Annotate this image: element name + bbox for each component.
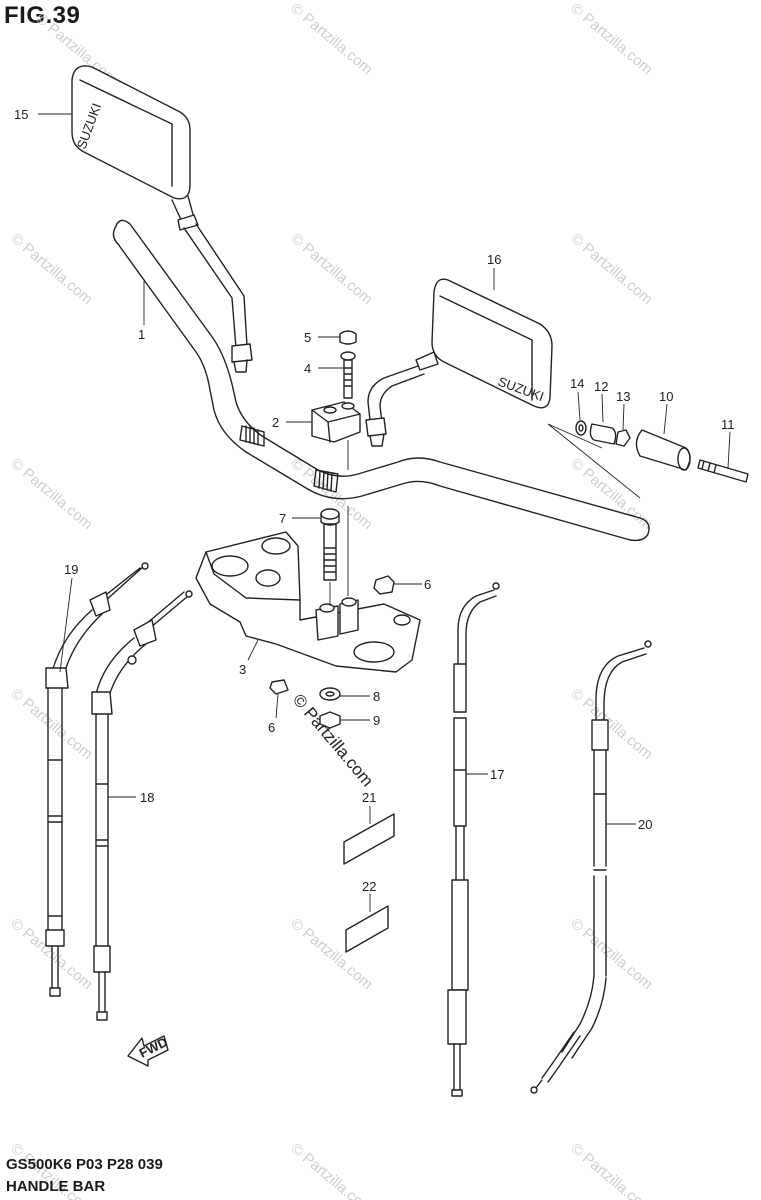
part-number-11: 11 xyxy=(721,417,735,432)
model-code: GS500K6 P03 P28 039 xyxy=(6,1156,163,1173)
part-number-13: 13 xyxy=(616,389,630,404)
handlebar xyxy=(112,219,650,542)
watermark: © Partzilla.com xyxy=(567,685,655,763)
watermark: © Partzilla.com xyxy=(567,0,655,78)
fasteners xyxy=(269,575,395,729)
watermark: © Partzilla.com xyxy=(567,455,655,533)
watermark: © Partzilla.com xyxy=(567,915,655,993)
part-number-12: 12 xyxy=(594,379,608,394)
watermark: © Partzilla.com xyxy=(287,1140,375,1200)
part-number-22: 22 xyxy=(362,879,376,894)
watermark: © Partzilla.com xyxy=(7,685,95,763)
leader-lines xyxy=(38,113,731,912)
part-number-4: 4 xyxy=(304,361,311,376)
upper-bracket xyxy=(195,506,421,673)
part-number-15: 15 xyxy=(14,107,28,122)
fwd-arrow: FWD xyxy=(127,1034,170,1067)
handlebar-holder xyxy=(311,330,361,470)
part-number-6b: 6 xyxy=(268,720,275,735)
watermark-dark: © Partzilla.com xyxy=(289,690,377,790)
cable-19 xyxy=(45,562,149,997)
bar-end-assembly xyxy=(547,420,749,499)
watermark: © Partzilla.com xyxy=(567,230,655,308)
watermark: © Partzilla.com xyxy=(567,1140,655,1200)
clamp-bolt xyxy=(320,508,340,606)
part-number-5: 5 xyxy=(304,330,311,345)
part-number-9: 9 xyxy=(373,713,380,728)
part-number-19: 19 xyxy=(64,562,78,577)
cable-17 xyxy=(447,582,500,1097)
watermark: © Partzilla.com xyxy=(7,455,95,533)
watermark: © Partzilla.com xyxy=(287,230,375,308)
watermark: © Partzilla.com xyxy=(7,230,95,308)
part-number-1: 1 xyxy=(138,327,145,342)
part-number-3: 3 xyxy=(239,662,246,677)
part-number-7: 7 xyxy=(279,511,286,526)
labels xyxy=(343,813,395,953)
figure-name: HANDLE BAR xyxy=(6,1178,106,1195)
part-number-10: 10 xyxy=(659,389,673,404)
part-number-labels: 15 1 16 5 4 2 14 12 13 10 11 7 6 3 8 9 6… xyxy=(14,107,735,894)
figure-title: FIG.39 xyxy=(4,2,81,29)
part-number-21: 21 xyxy=(362,790,376,805)
cable-20 xyxy=(530,640,652,1094)
watermark: © Partzilla.com xyxy=(287,455,375,533)
part-number-17: 17 xyxy=(490,767,504,782)
part-number-16: 16 xyxy=(487,252,501,267)
cable-18 xyxy=(91,590,193,1021)
part-number-6a: 6 xyxy=(424,577,431,592)
right-mirror: SUZUKI xyxy=(365,278,553,447)
part-number-18: 18 xyxy=(140,790,154,805)
part-number-8: 8 xyxy=(373,689,380,704)
part-number-2: 2 xyxy=(272,415,279,430)
part-number-20: 20 xyxy=(638,817,652,832)
part-number-14: 14 xyxy=(570,376,584,391)
watermark: © Partzilla.com xyxy=(287,0,375,78)
left-mirror: SUZUKI xyxy=(71,65,253,373)
